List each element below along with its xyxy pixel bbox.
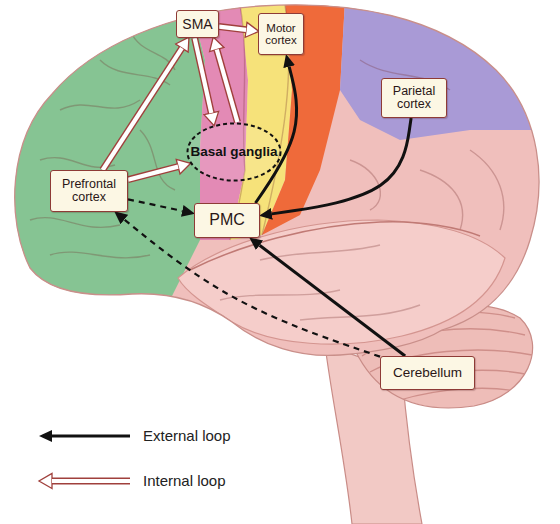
arrow-fill [217,50,238,123]
node-label: SMA [180,17,214,32]
node-label: Motor cortex [259,22,303,46]
process-box: Motor cortex [258,13,304,55]
arrow-line [124,220,380,357]
internal-loop-arrow [195,38,212,113]
legend-label: Internal loop [143,471,226,491]
legend-label: External loop [143,426,231,446]
arrow-line [260,245,406,356]
node-label: Prefrontal cortex [51,178,127,204]
arrow-fill [219,27,246,30]
legend-sample [52,481,130,482]
arrow-outline [103,48,182,170]
external-loop-arrow [260,245,406,356]
external-loop-arrow [124,220,380,357]
internal-loop-arrow [103,48,182,170]
internal-loop-arrow [128,167,178,180]
parietal-region [340,0,560,140]
arrow-fill [103,48,182,170]
process-box: SMA [176,10,219,38]
process-box: Parietal cortex [381,78,447,118]
node-label: Cerebellum [391,366,464,380]
region-ellipse: Basal ganglia [186,122,282,182]
node-label: Basal ganglia [188,145,279,159]
external-loop-arrow [128,199,182,211]
node-label: Parietal cortex [382,85,446,111]
arrow-outline [195,38,212,113]
arrow-outline [219,27,246,30]
arrow-line [272,118,411,214]
node-label: PMC [207,212,247,229]
arrow-fill [195,38,212,113]
external-loop-arrow [272,118,411,214]
internal-loop-arrow [219,27,246,30]
prefrontal-region [0,0,205,320]
cerebrum-outline [15,5,539,356]
arrow-outline [52,478,130,485]
legend-sample [52,436,130,437]
arrow-outline [128,167,178,180]
arrow-fill [52,479,130,483]
dashed-ellipse [188,124,281,181]
arrow-line [128,199,182,211]
internal-loop-arrow [217,50,238,123]
process-box: PMC [194,203,260,238]
process-box: Prefrontal cortex [50,170,128,212]
arrow-fill [128,167,178,180]
arrow-line [52,435,130,438]
process-box: Cerebellum [380,356,475,390]
arrow-outline [217,50,238,123]
